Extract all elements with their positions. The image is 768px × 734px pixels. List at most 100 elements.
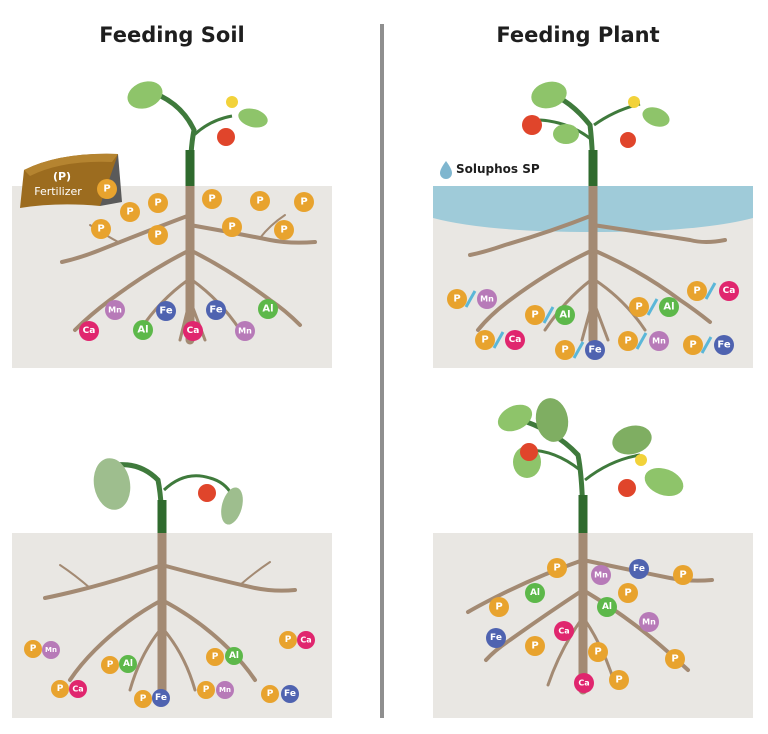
nutrient-mn: Mn [591,565,611,585]
tomato-fruit [620,132,636,148]
center-divider [380,24,384,718]
title-feeding-plant: Feeding Plant [496,23,659,47]
nutrient-ca: Ca [79,321,99,341]
nutrient-pair-p-al: P Al [206,647,243,666]
svg-text:P: P [671,654,678,665]
svg-text:P: P [154,230,161,241]
svg-text:Mn: Mn [45,646,57,654]
nutrient-mn: Mn [105,300,125,320]
fertilizer-label-p: (P) [53,170,71,183]
svg-text:Al: Al [602,602,612,612]
nutrient-p: P [222,217,242,237]
svg-text:Fe: Fe [159,306,172,317]
nutrient-p: P [148,225,168,245]
svg-text:P: P [280,225,287,236]
svg-text:P: P [203,685,210,695]
roots-bottom-left [43,528,297,705]
tomato-fruit [520,443,538,461]
nutrient-fe: Fe [156,301,176,321]
nutrient-p: P [294,192,314,212]
nutrient-p: P [588,642,608,662]
svg-text:Ca: Ca [72,685,83,694]
roots [43,181,727,705]
svg-text:P: P [624,588,631,599]
svg-text:Fe: Fe [209,305,222,316]
svg-text:Al: Al [229,651,239,661]
svg-text:P: P [107,660,114,670]
nutrient-mn: Mn [235,321,255,341]
svg-text:P: P [30,644,37,654]
nutrient-pair-p-mn: P Mn [24,640,60,659]
svg-text:Al: Al [137,325,148,336]
nutrient-p: P [148,193,168,213]
tomato-plant-icon [497,398,684,534]
nutrient-pair-p-fe: P Fe [683,335,734,355]
svg-text:P: P [300,197,307,208]
svg-text:Fe: Fe [155,693,167,703]
svg-text:Ca: Ca [300,636,311,645]
svg-text:Ca: Ca [187,326,200,336]
nutrient-p: P [120,202,140,222]
tomato-fruit [217,128,235,146]
slash-divider-icon [704,282,717,300]
nutrient-al: Al [525,583,545,603]
svg-text:Al: Al [262,304,273,315]
flower-icon [226,96,238,108]
roots-top-right [468,181,727,345]
flower-icon [635,454,647,466]
svg-text:Mn: Mn [219,686,231,694]
svg-text:P: P [228,222,235,233]
svg-text:P: P [594,647,601,658]
svg-text:Fe: Fe [284,689,296,699]
nutrient-ca: Ca [183,321,203,341]
svg-text:P: P [57,684,64,694]
svg-text:Al: Al [123,659,133,669]
slash-divider-icon [572,341,585,359]
svg-text:P: P [154,198,161,209]
svg-text:Ca: Ca [83,326,96,336]
nutrients-top-left: P P P P P P P P P P Mn Fe Fe Al Ca Al Ca… [79,179,314,341]
nutrient-pair-p-fe: P Fe [261,685,299,703]
nutrient-al: Al [258,299,278,319]
svg-text:Fe: Fe [717,340,730,351]
nutrient-p: P [274,220,294,240]
tomato-fruit [522,115,542,135]
tomato-plant-icon [127,81,268,187]
svg-text:P: P [679,570,686,581]
svg-text:Mn: Mn [642,618,656,627]
svg-text:Fe: Fe [633,564,645,574]
svg-text:P: P [689,340,696,351]
svg-text:P: P [267,689,274,699]
svg-text:P: P [212,652,219,662]
svg-text:P: P [208,194,215,205]
svg-text:P: P [103,184,110,195]
nutrient-p: P [91,219,111,239]
svg-text:P: P [561,345,568,356]
svg-text:P: P [256,196,263,207]
slash-divider-icon [464,290,477,308]
svg-text:P: P [531,641,538,652]
nutrient-ca: Ca [554,621,574,641]
slash-divider-icon [700,336,713,354]
tomato-plant-icon [522,81,670,187]
soluphos-label: Soluphos SP [440,161,540,179]
svg-text:Fe: Fe [588,345,601,356]
svg-text:P: P [140,694,147,704]
svg-text:Ca: Ca [578,679,589,688]
svg-text:P: P [481,335,488,346]
svg-text:Mn: Mn [594,571,608,580]
svg-text:P: P [453,294,460,305]
nutrient-pair-p-mn: P Mn [197,681,234,699]
svg-text:P: P [126,207,133,218]
svg-text:Al: Al [530,588,540,598]
nutrient-p: P [618,583,638,603]
nutrient-pair-p-al: P Al [101,655,137,674]
water-drop-icon [440,161,452,179]
svg-text:Mn: Mn [108,306,122,315]
